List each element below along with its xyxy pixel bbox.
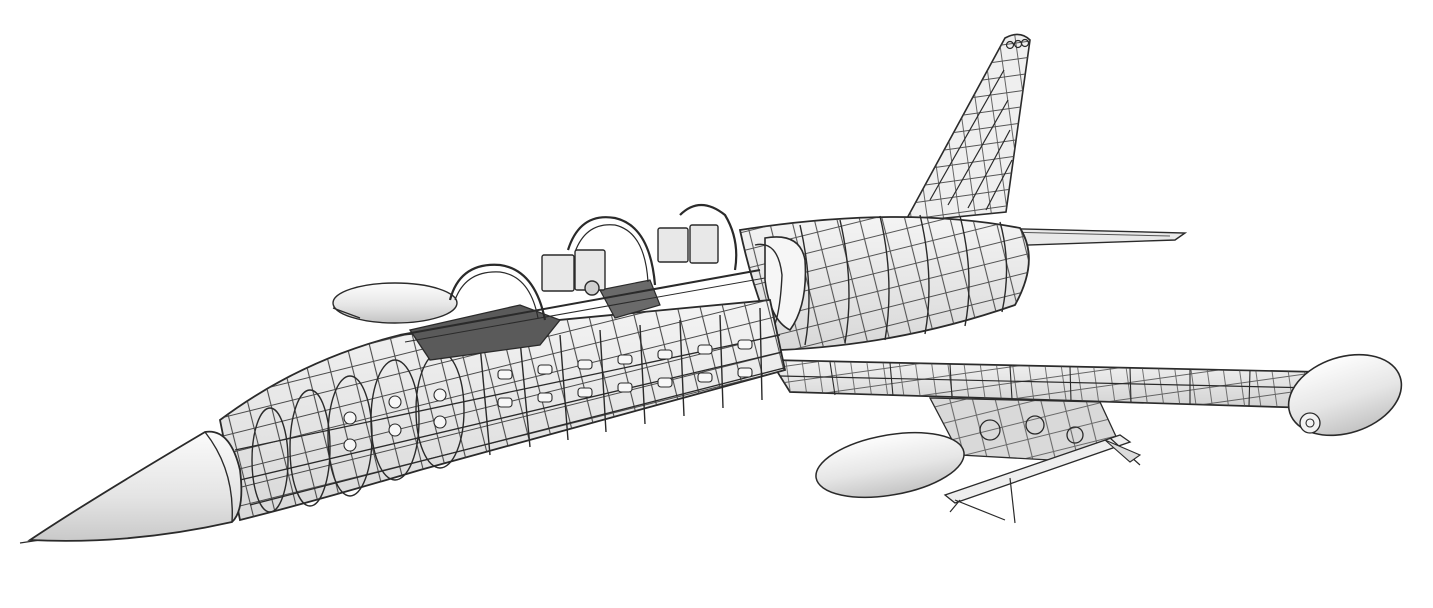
cockpit-section	[399, 203, 766, 361]
forward-fuselage-frame	[219, 299, 787, 522]
main-wing	[768, 359, 1322, 409]
rear-fuselage-frame	[738, 214, 1030, 351]
underwing-stores	[815, 397, 1142, 524]
wing-tip-tank	[1287, 353, 1403, 437]
vertical-stabilizer	[903, 33, 1031, 223]
far-wing-tip-tank	[332, 282, 458, 324]
nose-cone	[19, 430, 243, 544]
